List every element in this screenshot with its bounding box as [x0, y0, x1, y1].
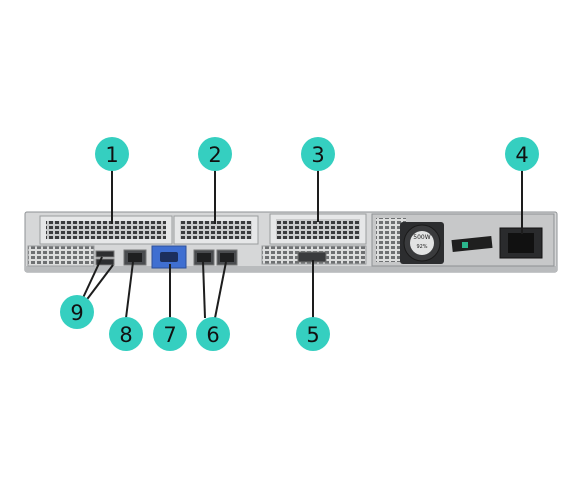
- callout-4: 4: [505, 137, 539, 171]
- callout-8: 8: [109, 317, 143, 351]
- power-supply: 500W 92%: [371, 213, 555, 267]
- callout-6-label: 6: [206, 323, 219, 347]
- callout-9: 9: [60, 295, 94, 329]
- callout-5-label: 5: [306, 323, 319, 347]
- callout-leaders: [81, 170, 523, 319]
- callout-9-label: 9: [70, 301, 83, 325]
- callout-2-label: 2: [208, 143, 221, 167]
- callout-7: 7: [153, 317, 187, 351]
- vga-port: [151, 245, 187, 269]
- psu-rating-text: 500W: [413, 234, 430, 241]
- usb-ports: [95, 250, 115, 266]
- callout-1: 1: [95, 137, 129, 171]
- callout-3: 3: [301, 137, 335, 171]
- nic-ports: [193, 249, 238, 266]
- callout-2: 2: [198, 137, 232, 171]
- callout-3-label: 3: [311, 143, 324, 167]
- callout-1-label: 1: [105, 143, 118, 167]
- callout-7-label: 7: [163, 323, 176, 347]
- psu-efficiency-text: 92%: [416, 244, 427, 250]
- callout-8-label: 8: [119, 323, 132, 347]
- pcie-slot-1: [39, 215, 173, 245]
- vent-grille: [27, 245, 95, 267]
- ilo-network-port: [123, 249, 147, 266]
- callout-4-label: 4: [515, 143, 528, 167]
- callout-5: 5: [296, 317, 330, 351]
- callout-6: 6: [196, 317, 230, 351]
